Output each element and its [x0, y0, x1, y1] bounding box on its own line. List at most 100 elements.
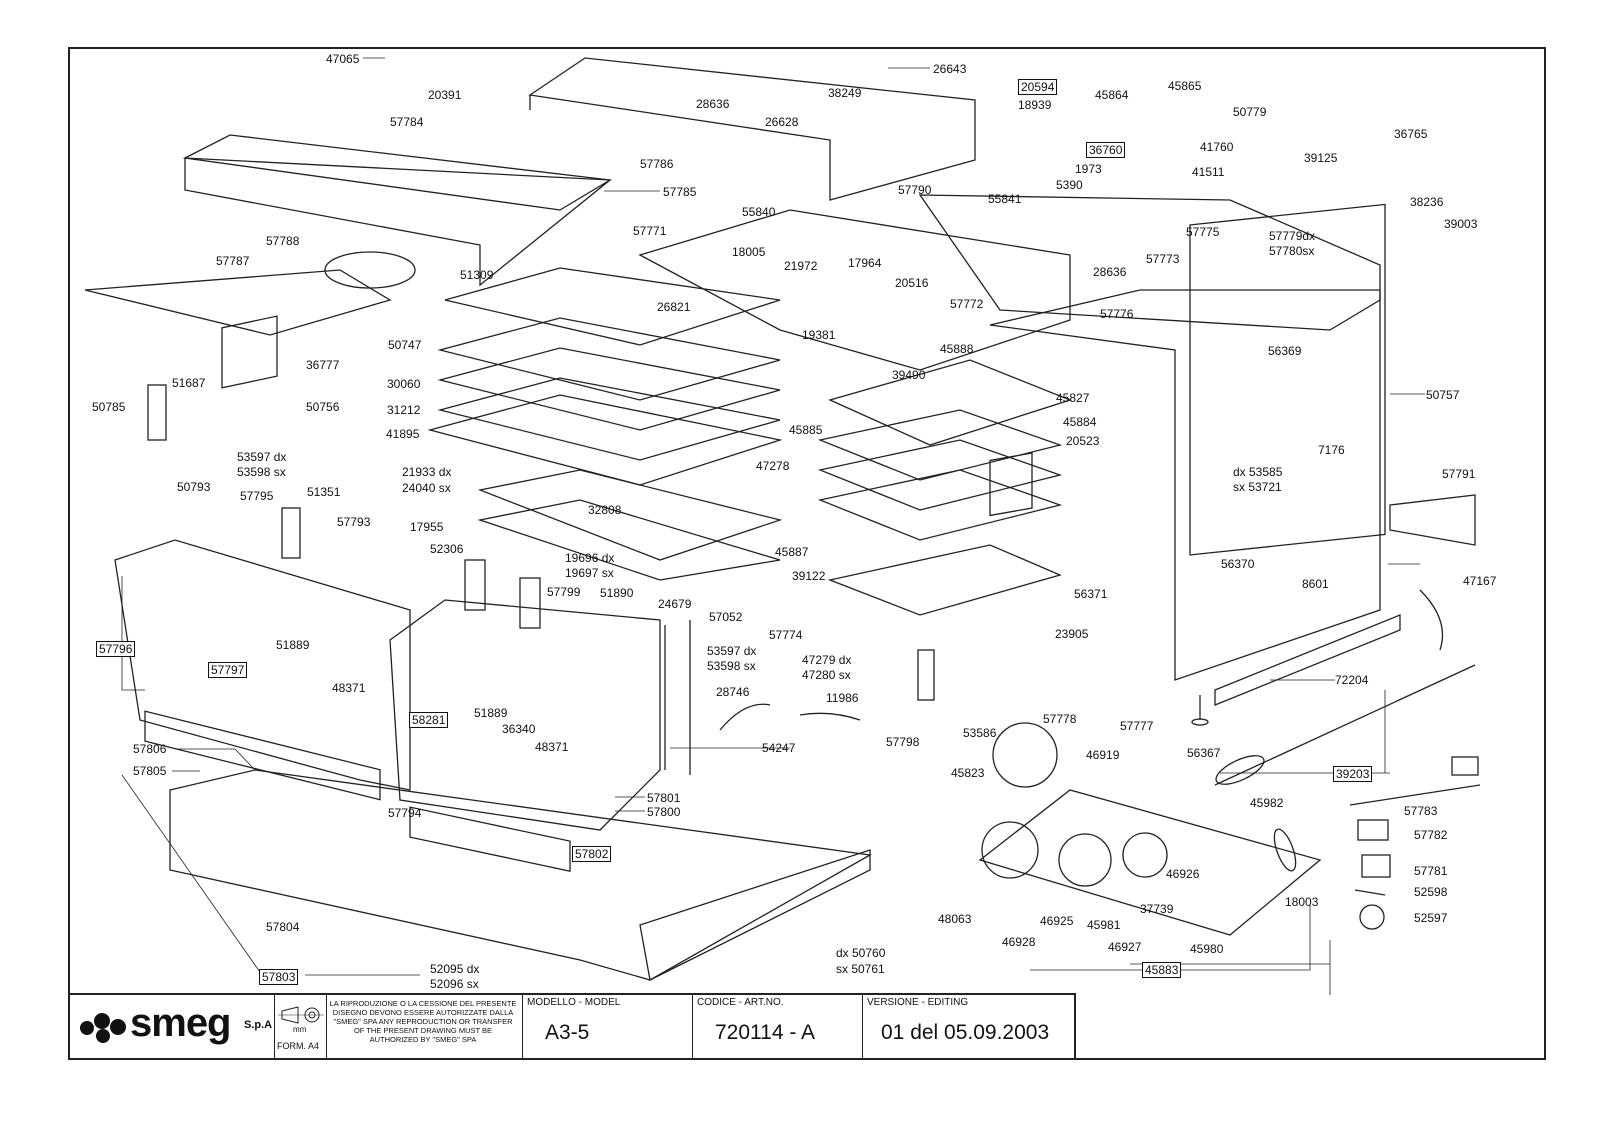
part-label: 47278 [756, 459, 790, 473]
part-label: 57788 [266, 234, 300, 248]
part-label: 57784 [390, 115, 424, 129]
part-label: 57801 [647, 791, 681, 805]
part-label-boxed: 57796 [96, 641, 136, 657]
lower-pan [828, 359, 1072, 446]
part-label: 18005 [732, 245, 766, 259]
rotisserie-motor [992, 722, 1058, 788]
part-label: 1973 [1075, 162, 1102, 176]
part-label: 26643 [933, 62, 967, 76]
part-label: 53597 dx [707, 644, 757, 658]
part-label: 26821 [657, 300, 691, 314]
part-label: 45884 [1063, 415, 1097, 429]
part-label: 47065 [326, 52, 360, 66]
part-label: 57776 [1100, 307, 1134, 321]
part-label: 53597 dx [237, 450, 287, 464]
part-label: 56371 [1074, 587, 1108, 601]
part-label: 24040 sx [402, 481, 451, 495]
upper-element [477, 469, 783, 561]
part-label: 57781 [1414, 864, 1448, 878]
part-label: 51889 [276, 638, 310, 652]
part-label: 23905 [1055, 627, 1089, 641]
part-label: 19381 [802, 328, 836, 342]
part-label: 57790 [898, 183, 932, 197]
part-label: 57794 [388, 806, 422, 820]
part-label: 39122 [792, 569, 826, 583]
part-label-boxed: 39203 [1333, 766, 1373, 782]
part-label: 38236 [1410, 195, 1444, 209]
fan-tray [84, 269, 392, 336]
part-label: 57779dx [1269, 229, 1316, 243]
part-label: 26628 [765, 115, 799, 129]
lower-door-strip [409, 806, 571, 872]
upper-shelf-4 [437, 377, 781, 461]
part-label: 53598 sx [237, 465, 286, 479]
part-label: 72204 [1335, 673, 1369, 687]
part-label: 52306 [430, 542, 464, 556]
title-block: smeg S.p.A mm FORM. A4 LA RIPRODUZIONE O… [68, 993, 1076, 1060]
part-label: 57782 [1414, 828, 1448, 842]
part-label: 57799 [547, 585, 581, 599]
part-label: 45981 [1087, 918, 1121, 932]
part-label: 47280 sx [802, 668, 851, 682]
part-label: 41895 [386, 427, 420, 441]
part-label: 57800 [647, 805, 681, 819]
part-label: 28636 [1093, 265, 1127, 279]
code-heading: CODICE - ART.NO. [697, 997, 784, 1008]
part-label: sx 50761 [836, 962, 885, 976]
part-label: 48371 [332, 681, 366, 695]
part-label: 36340 [502, 722, 536, 736]
drip-tray [978, 789, 1322, 936]
right-side-panel [1189, 203, 1386, 556]
part-label: 53598 sx [707, 659, 756, 673]
part-label: 30060 [387, 377, 421, 391]
part-label: 53586 [963, 726, 997, 740]
part-label: 50747 [388, 338, 422, 352]
part-label: 39490 [892, 368, 926, 382]
part-label: 56369 [1268, 344, 1302, 358]
part-label: 57773 [1146, 252, 1180, 266]
side-rail [1389, 494, 1476, 546]
part-label: 52096 sx [430, 977, 479, 991]
part-label: 8601 [1302, 577, 1329, 591]
unit-label: mm [293, 1025, 307, 1034]
part-label: 57787 [216, 254, 250, 268]
part-label: 45864 [1095, 88, 1129, 102]
code-cell: CODICE - ART.NO. 720114 - A [692, 995, 862, 1060]
part-label: 57780sx [1269, 244, 1315, 258]
part-label: 57806 [133, 742, 167, 756]
part-label: 7176 [1318, 443, 1345, 457]
part-label: 36765 [1394, 127, 1428, 141]
part-label: 57775 [1186, 225, 1220, 239]
part-label: 56367 [1187, 746, 1221, 760]
part-label: 21972 [784, 259, 818, 273]
projection-symbol-icon [278, 1006, 324, 1024]
part-label: 46928 [1002, 935, 1036, 949]
part-label: 20523 [1066, 434, 1100, 448]
part-label: 57786 [640, 157, 674, 171]
part-label-boxed: 36760 [1086, 142, 1126, 158]
part-label: 55841 [988, 192, 1022, 206]
part-label: 47167 [1463, 574, 1497, 588]
part-label: 50779 [1233, 105, 1267, 119]
part-label: 46925 [1040, 914, 1074, 928]
code-value: 720114 - A [715, 1021, 816, 1044]
part-label: 57772 [950, 297, 984, 311]
lower-element [827, 544, 1062, 616]
part-label: 51687 [172, 376, 206, 390]
part-label: 57785 [663, 185, 697, 199]
insulation-pad [182, 134, 612, 211]
lower-shelf-2 [817, 439, 1063, 511]
part-label: 11986 [826, 691, 859, 705]
part-label: 45865 [1168, 79, 1202, 93]
part-label: 50757 [1426, 388, 1460, 402]
part-label: 28636 [696, 97, 730, 111]
part-label: dx 50760 [836, 946, 886, 960]
upper-cavity [638, 209, 1071, 371]
part-label: 57795 [240, 489, 274, 503]
part-label: 20516 [895, 276, 929, 290]
part-label: 50756 [306, 400, 340, 414]
upper-tray [477, 499, 781, 581]
part-label: 50793 [177, 480, 211, 494]
part-label: 57778 [1043, 712, 1077, 726]
